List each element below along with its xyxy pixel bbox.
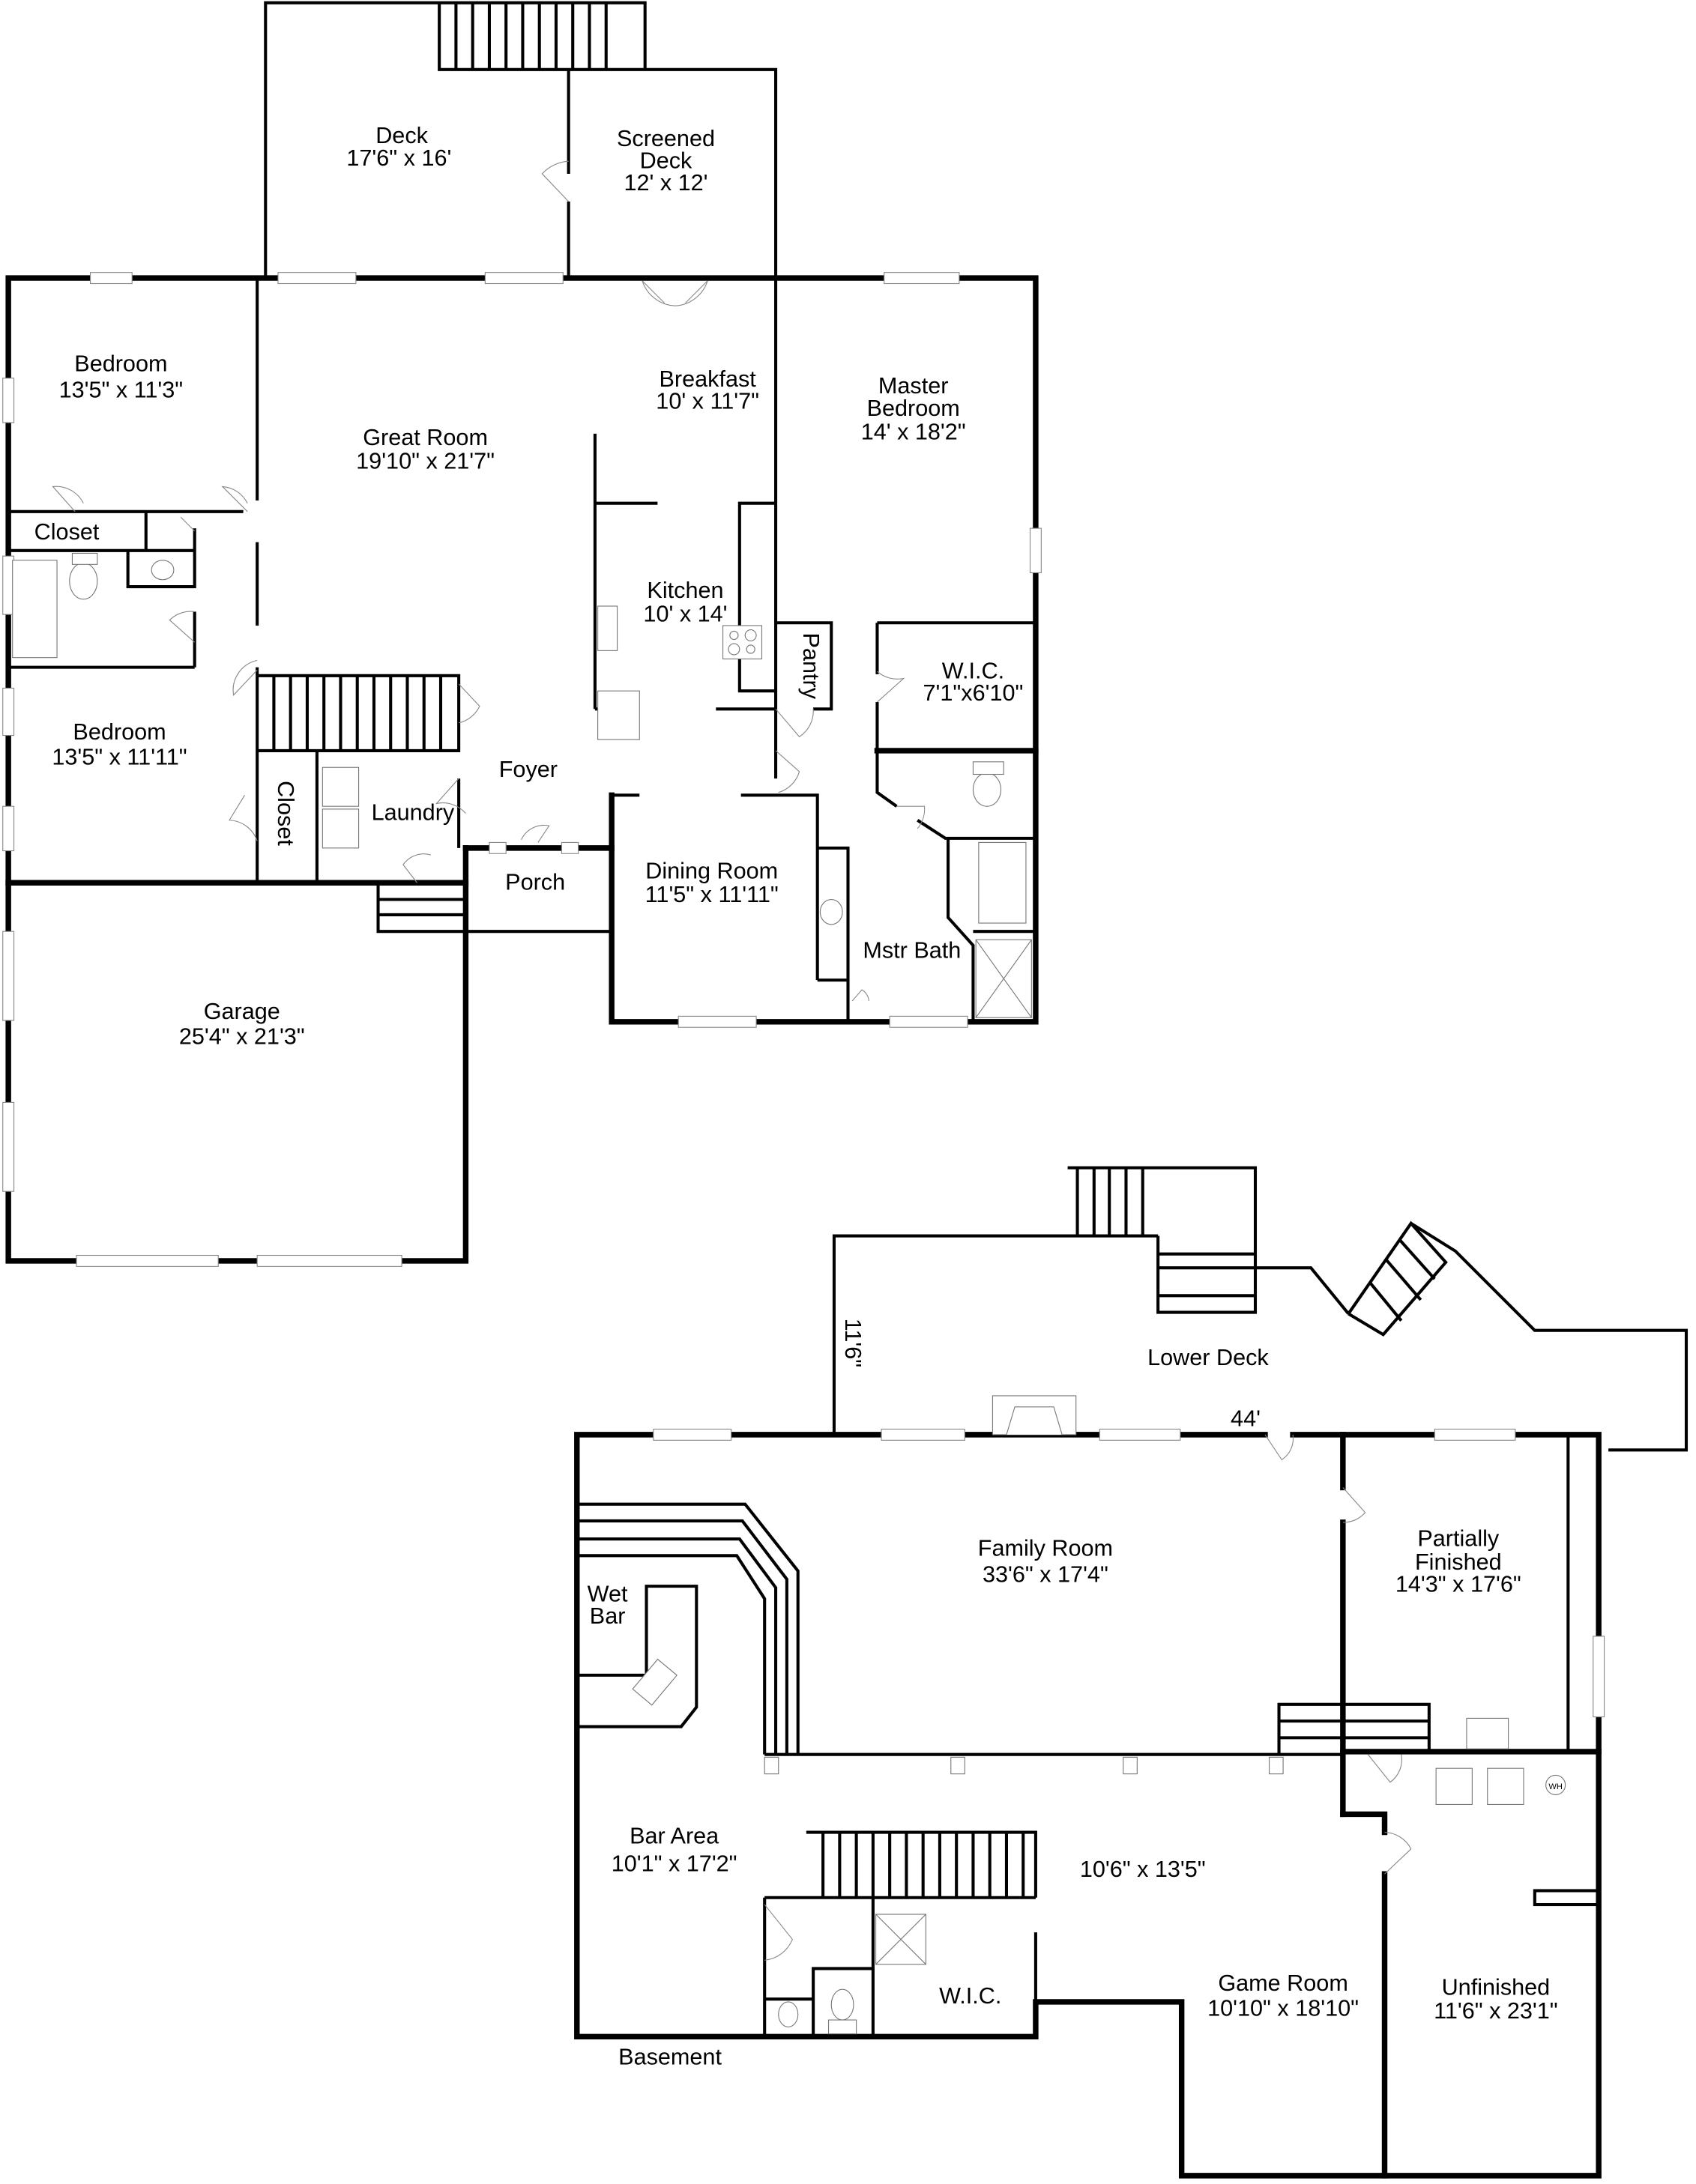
room-name: Master <box>878 373 949 399</box>
bathtub <box>12 560 58 659</box>
room-name: Kitchen <box>647 578 723 603</box>
kitchen-sink <box>597 605 618 651</box>
room-name: Bar <box>590 1603 626 1629</box>
room-name: W.I.C. <box>942 658 1004 683</box>
basement-fixtures: WH <box>632 1658 1566 2035</box>
room-name: Closet <box>34 519 100 545</box>
room-dims: 13'5" x 11'11" <box>52 745 187 770</box>
room-name: Garage <box>204 999 280 1024</box>
room-dims: 7'1"x6'10" <box>923 680 1024 706</box>
basement-interior-walls <box>576 1432 1602 2179</box>
basement-doors <box>764 1434 1412 1961</box>
interior-stairs <box>272 675 443 751</box>
room-name: W.I.C. <box>939 1983 1001 2009</box>
room-name: Game Room <box>1218 1970 1348 1996</box>
main-level: Deck 17'6" x 16' Screened Deck 12' x 12'… <box>2 1 1042 1267</box>
water-heater-label: WH <box>1548 1782 1563 1791</box>
master-tub <box>978 841 1027 924</box>
room-dims: 10'10" x 18'10" <box>1207 1995 1359 2021</box>
room-dims: 19'10" x 21'7" <box>356 448 495 474</box>
wet-bar-sink <box>632 1658 678 1706</box>
room-dims: 14' x 18'2" <box>861 419 966 444</box>
room-name: Deck <box>640 148 692 174</box>
sink <box>151 560 175 581</box>
room-name: Closet <box>273 781 298 846</box>
room-dims: 25'4" x 21'3" <box>179 1023 305 1049</box>
room-dims: 10' x 14' <box>643 601 727 626</box>
room-name: Pantry <box>798 633 824 700</box>
furnace <box>1435 1767 1473 1806</box>
furnace-2 <box>1487 1767 1524 1806</box>
room-name: Screened <box>617 126 715 151</box>
deck-outline <box>264 1 778 279</box>
basement-windows <box>653 1395 1605 1718</box>
dimension-label: 44' <box>1231 1406 1261 1432</box>
room-name: Bar Area <box>630 1823 719 1848</box>
room-name: Breakfast <box>660 366 757 392</box>
laundry-sink <box>1466 1717 1509 1749</box>
room-name: Deck <box>375 123 428 148</box>
room-dims: 17'6" x 16' <box>346 145 451 171</box>
main-level-labels: Deck 17'6" x 16' Screened Deck 12' x 12'… <box>34 123 1024 1049</box>
vanity-sink <box>819 898 843 925</box>
lower-deck-outline <box>832 1166 1689 1452</box>
room-dims: 33'6" x 17'4" <box>983 1562 1108 1588</box>
room-dims: 10' x 11'7" <box>656 389 759 414</box>
range <box>722 625 763 660</box>
room-name: Laundry <box>372 800 455 826</box>
room-name: Mstr Bath <box>863 937 961 963</box>
room-name: Foyer <box>499 757 558 782</box>
room-dims: 14'3" x 17'6" <box>1395 1572 1521 1597</box>
room-dims: 11'6" x 23'1" <box>1434 1998 1558 2024</box>
basement-toilet <box>830 1988 854 2021</box>
room-dims: 12' x 12' <box>624 170 707 196</box>
toilet <box>69 562 98 600</box>
basement-level: WH Lower Deck 11'6" 44' Family Room 33'6… <box>574 1166 1689 2179</box>
basement-stairs <box>821 1832 1025 1898</box>
basement-labels: Lower Deck 11'6" 44' Family Room 33'6" x… <box>588 1319 1558 2070</box>
basement-exterior-walls <box>574 1432 1602 2179</box>
room-dims: 10'1" x 17'2" <box>612 1851 737 1877</box>
room-dims: 10'6" x 13'5" <box>1080 1857 1206 1882</box>
room-name: Bedroom <box>867 396 960 421</box>
dryer <box>322 808 360 849</box>
level-title: Basement <box>618 2044 722 2069</box>
room-name: Family Room <box>978 1535 1113 1561</box>
lower-deck-stairs <box>1067 1166 1448 1337</box>
refrigerator <box>597 690 640 740</box>
basement-sink <box>778 2001 799 2027</box>
washer <box>322 766 360 807</box>
room-name: Unfinished <box>1442 1975 1551 2000</box>
doors <box>52 280 926 1002</box>
room-dims: 13'5" x 11'3" <box>59 378 184 403</box>
room-name: Porch <box>505 870 565 895</box>
room-name: Wet <box>588 1582 628 1607</box>
room-dims: 11'5" x 11'11" <box>645 882 779 907</box>
deck-stairs <box>454 2 608 70</box>
water-heater <box>1545 1774 1566 1796</box>
room-name: Bedroom <box>74 351 167 376</box>
room-name: Dining Room <box>645 859 778 884</box>
room-name: Great Room <box>363 425 488 450</box>
master-toilet <box>972 772 1002 807</box>
room-name: Partially <box>1417 1525 1500 1551</box>
room-name: Lower Deck <box>1147 1345 1269 1370</box>
windows <box>2 272 1042 1267</box>
dimension-label: 11'6" <box>840 1319 866 1368</box>
fixtures <box>12 552 1032 1018</box>
room-name: Bedroom <box>73 719 166 745</box>
room-name: Finished <box>1415 1549 1502 1575</box>
